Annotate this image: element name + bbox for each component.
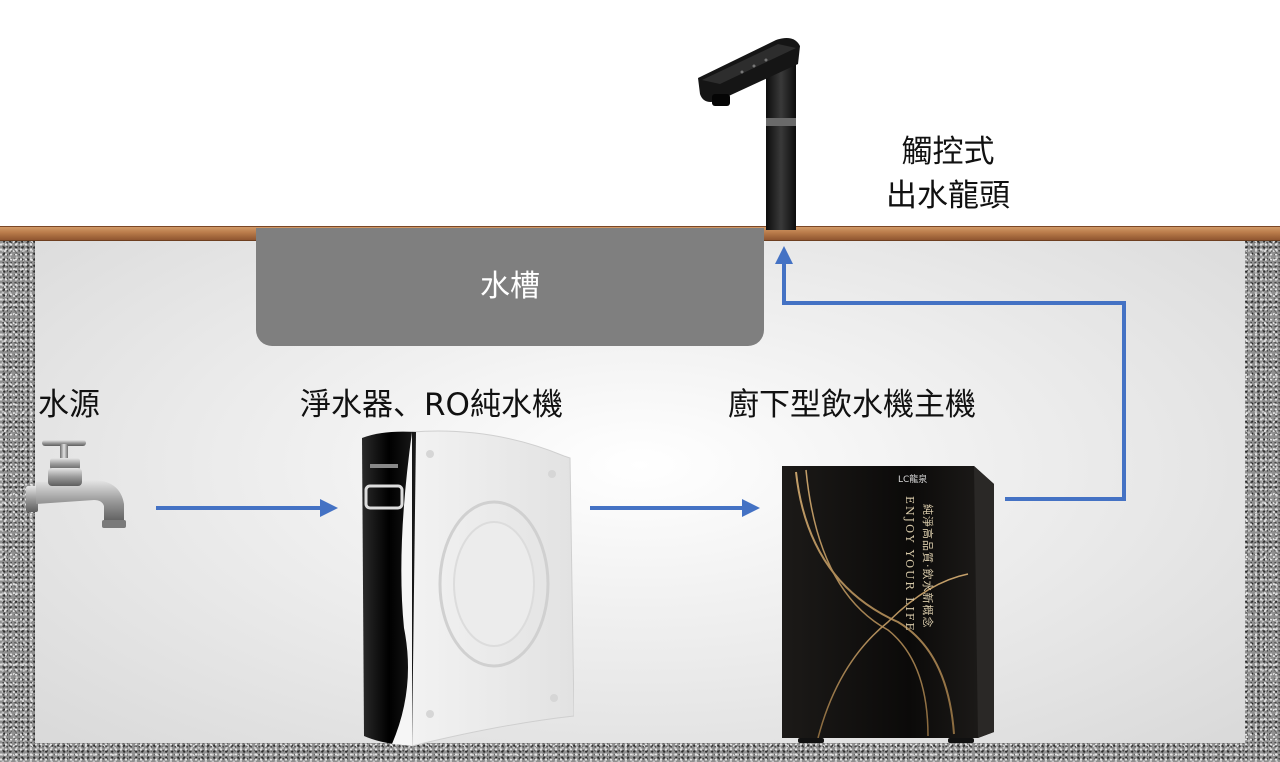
ro-purifier-icon: [362, 430, 574, 747]
water-tap-icon: [26, 440, 126, 528]
sink-basin: 水槽: [256, 228, 764, 346]
water-source-label: 水源: [38, 387, 100, 423]
dispenser-label: 廚下型飲水機主機: [728, 387, 976, 423]
dispenser-unit-icon: LC龍泉 ENJOY YOUR LIFE 純淨高品質‧飲水新概念: [782, 466, 994, 743]
purifier-label: 淨水器、RO純水機: [300, 387, 563, 423]
dispenser-logo: LC龍泉: [898, 473, 927, 485]
sink-label: 水槽: [480, 269, 540, 304]
dispenser-slogan-zh: 純淨高品質‧飲水新概念: [921, 504, 935, 629]
dispenser-slogan-en: ENJOY YOUR LIFE: [903, 496, 916, 632]
faucet-label-line1: 觸控式: [901, 134, 995, 170]
faucet-label: 觸控式 出水龍頭: [868, 130, 1028, 218]
faucet-label-line2: 出水龍頭: [886, 178, 1010, 214]
touch-faucet-icon: [698, 38, 800, 230]
